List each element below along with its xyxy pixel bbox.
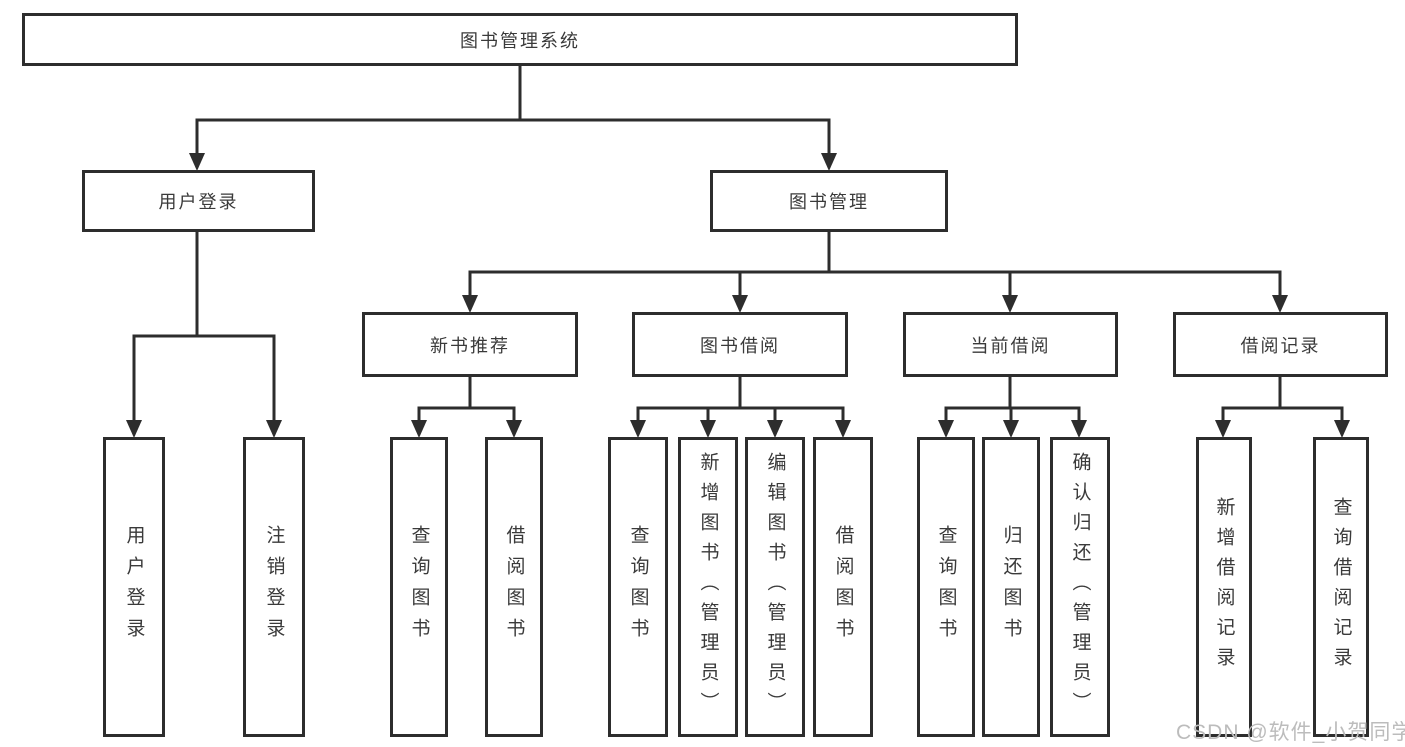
node-new-book-recommend: 新书推荐 (362, 312, 578, 377)
leaf-label: 用户登录 (123, 525, 145, 649)
node-label: 借阅记录 (1240, 335, 1321, 356)
node-label: 图书管理 (789, 192, 869, 212)
leaf-query-books-current: 查询图书 (917, 437, 975, 737)
node-label: 用户登录 (158, 192, 239, 212)
leaf-label: 注销登录 (263, 525, 285, 649)
leaf-label: 新增借阅记录 (1213, 497, 1235, 677)
node-label: 新书推荐 (430, 335, 510, 356)
leaf-label: 确认归还（管理员） (1069, 452, 1091, 722)
leaf-add-book-admin: 新增图书（管理员） (678, 437, 738, 737)
leaf-label: 查询图书 (935, 525, 957, 649)
node-user-login: 用户登录 (82, 170, 315, 232)
leaf-borrow-books-borrow: 借阅图书 (813, 437, 873, 737)
leaf-confirm-return-admin: 确认归还（管理员） (1050, 437, 1110, 737)
leaf-query-borrow-record: 查询借阅记录 (1313, 437, 1369, 737)
node-book-borrow: 图书借阅 (632, 312, 848, 377)
leaf-label: 编辑图书（管理员） (764, 452, 786, 722)
leaf-label: 借阅图书 (503, 525, 525, 649)
leaf-add-borrow-record: 新增借阅记录 (1196, 437, 1252, 737)
node-label: 当前借阅 (970, 335, 1051, 356)
node-label: 图书借阅 (700, 335, 780, 356)
node-library-management-system: 图书管理系统 (22, 13, 1018, 66)
leaf-label: 查询图书 (408, 525, 430, 649)
leaf-label: 新增图书（管理员） (697, 452, 719, 722)
leaf-label: 归还图书 (1000, 525, 1022, 649)
leaf-edit-book-admin: 编辑图书（管理员） (745, 437, 805, 737)
node-current-borrow: 当前借阅 (903, 312, 1118, 377)
leaf-label: 查询图书 (627, 525, 649, 649)
leaf-query-books-borrow: 查询图书 (608, 437, 668, 737)
node-borrow-records: 借阅记录 (1173, 312, 1388, 377)
leaf-borrow-books-recommend: 借阅图书 (485, 437, 543, 737)
node-label: 图书管理系统 (460, 30, 580, 51)
leaf-label: 查询借阅记录 (1330, 497, 1352, 677)
leaf-user-login: 用户登录 (103, 437, 165, 737)
leaf-label: 借阅图书 (832, 525, 854, 649)
leaf-query-books-recommend: 查询图书 (390, 437, 448, 737)
node-book-management: 图书管理 (710, 170, 948, 232)
leaf-return-book: 归还图书 (982, 437, 1040, 737)
csdn-watermark: CSDN @软件_小贺同学 (1176, 721, 1405, 744)
leaf-logout: 注销登录 (243, 437, 305, 737)
